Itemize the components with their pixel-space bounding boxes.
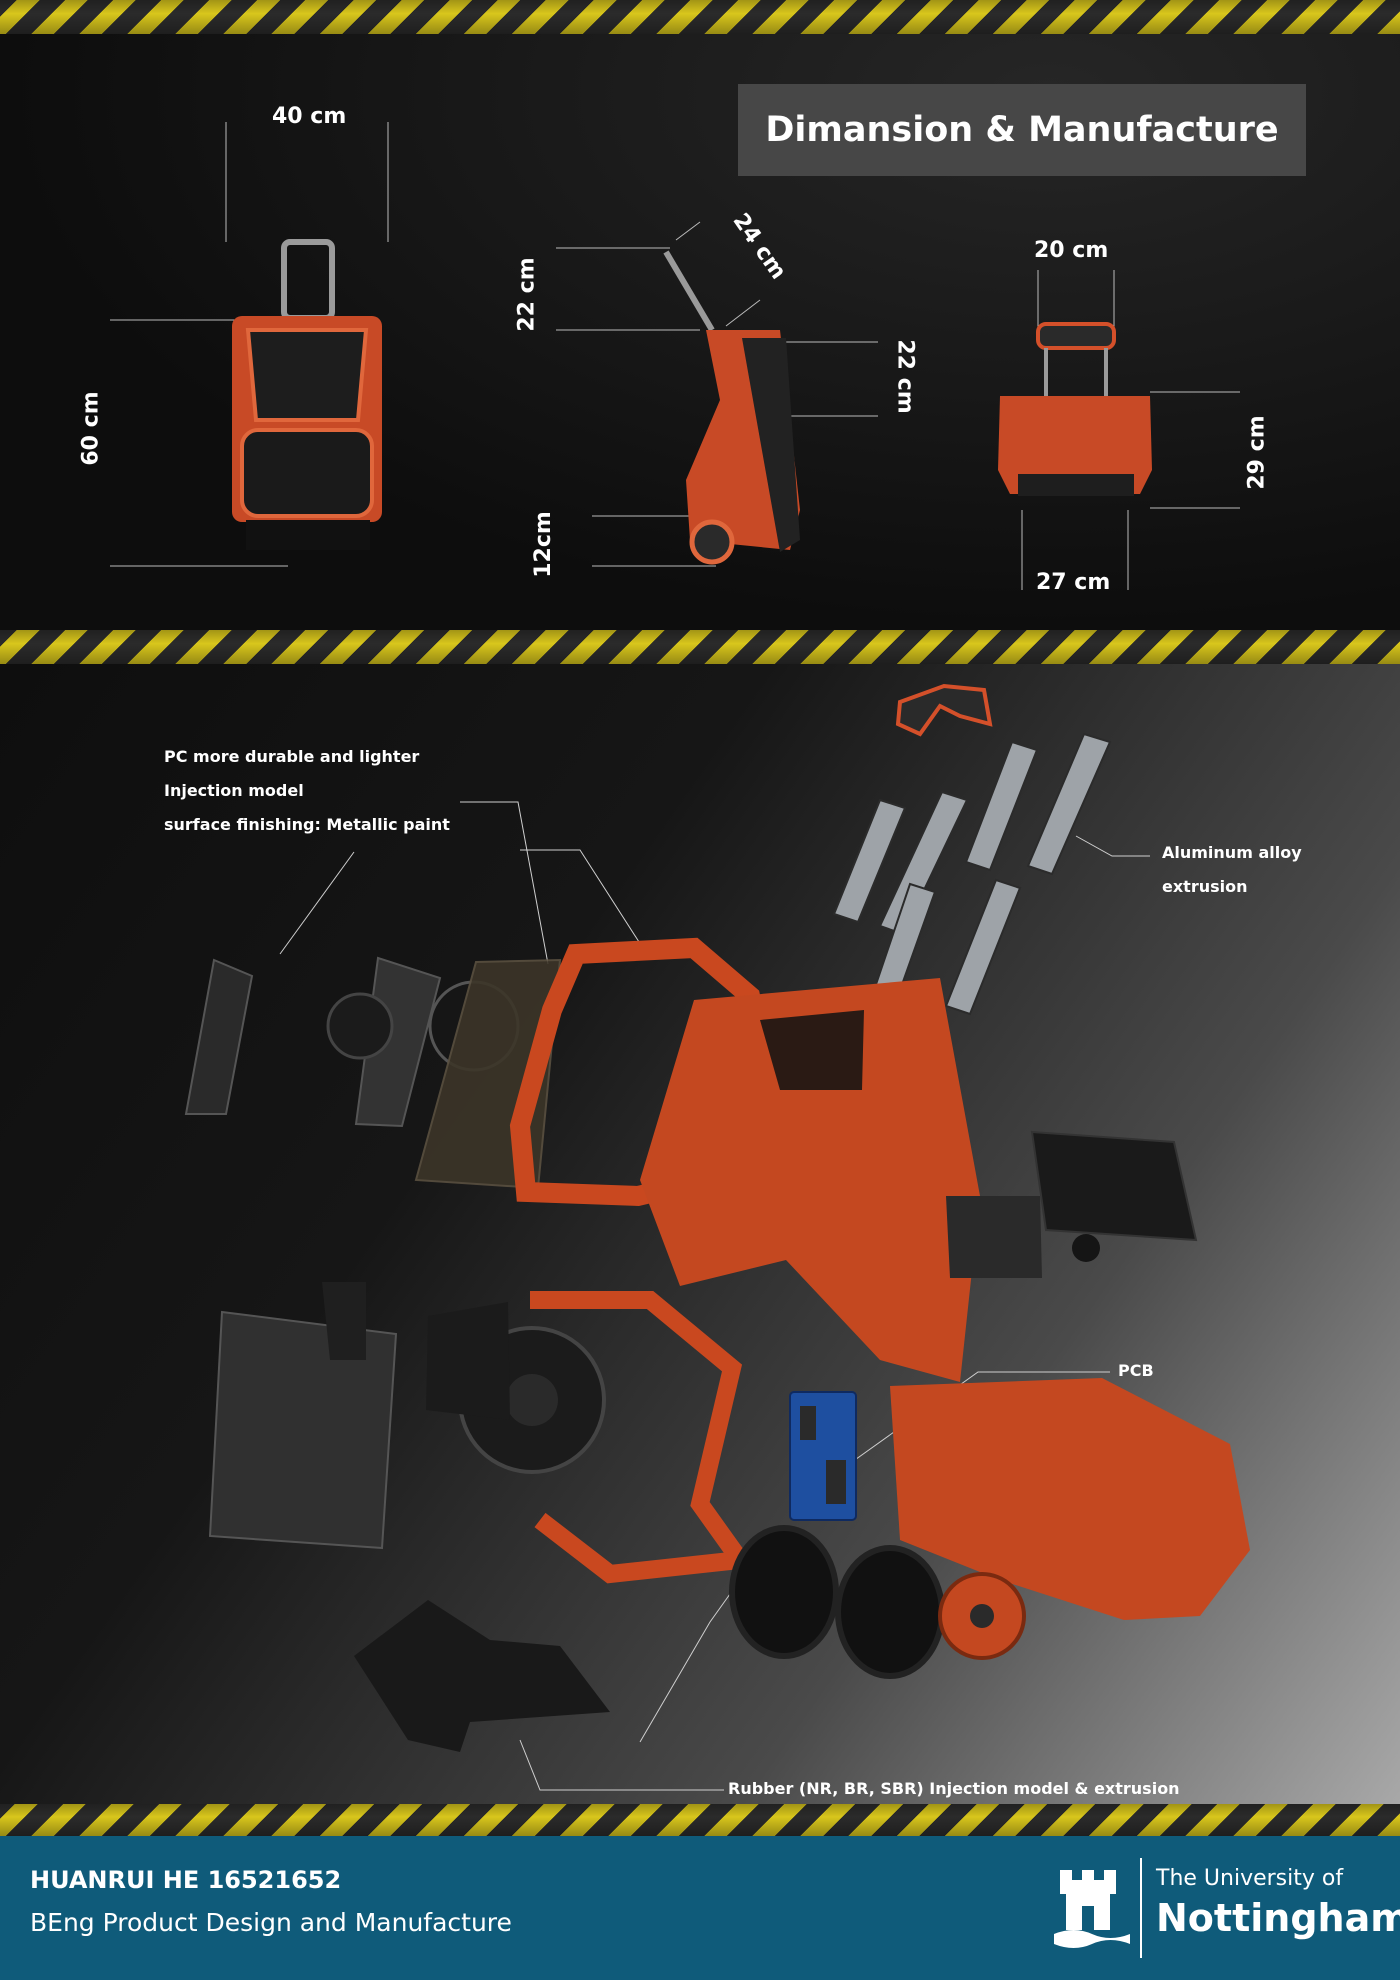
footer-divider [1140,1858,1142,1958]
rubber-annotation: Rubber (NR, BR, SBR) Injection model & e… [728,1779,1180,1798]
pc-line-2: Injection model [164,781,304,800]
pc-line-1: PC more durable and lighter [164,747,420,766]
pc-line-3: surface finishing: Metallic paint [164,815,450,834]
dim-top-handle-width: 20 cm [1034,238,1109,263]
student-name: HUANRUI HE 16521652 [30,1866,342,1894]
aluminum-line-1: Aluminum alloy [1162,843,1302,862]
exploded-view-drawing [184,683,1250,1791]
dim-top-width: 27 cm [1036,570,1111,595]
aluminum-annotation: Aluminum alloy extrusion [1162,836,1302,904]
hazard-stripe-bottom [0,1804,1400,1836]
dim-front-width: 40 cm [272,104,347,129]
hazard-stripe-middle [0,630,1400,664]
hazard-stripe-top [0,0,1400,34]
side-view-drawing [663,250,800,565]
top-view-drawing [998,322,1152,496]
title-box: Dimansion & Manufacture [738,84,1306,176]
pc-annotation: PC more durable and lighter Injection mo… [164,740,450,842]
footer: HUANRUI HE 16521652 BEng Product Design … [0,1836,1400,1980]
university-crest-icon [1054,1870,1130,1948]
university-line-1: The University of [1156,1866,1344,1891]
dimension-drawings [110,122,1240,590]
university-line-2: Nottingham [1156,1896,1400,1940]
course-name: BEng Product Design and Manufacture [30,1908,512,1937]
page-title: Dimansion & Manufacture [765,110,1279,150]
front-view-drawing [232,239,382,550]
aluminum-line-2: extrusion [1162,877,1248,896]
pcb-annotation: PCB [1118,1361,1154,1380]
